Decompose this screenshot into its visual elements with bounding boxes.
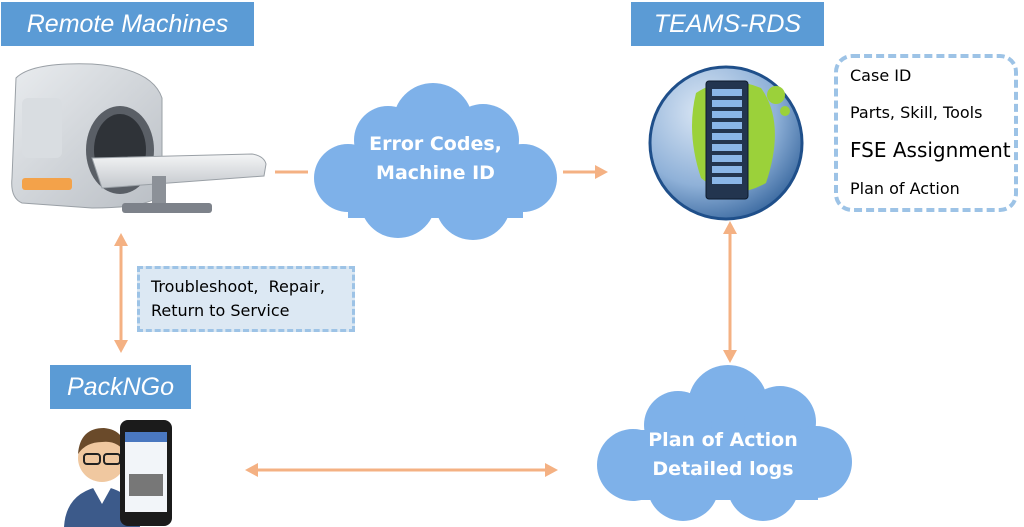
troubleshoot-line-1: Troubleshoot, Repair, bbox=[151, 277, 325, 296]
parts-skill-tools-label: Parts, Skill, Tools bbox=[850, 103, 983, 122]
plan-cloud-text: Plan of Action Detailed logs bbox=[588, 426, 858, 484]
teams-rds-title: TEAMS-RDS bbox=[631, 2, 824, 46]
plan-of-action-label: Plan of Action bbox=[850, 179, 960, 198]
packngo-title: PackNGo bbox=[50, 365, 191, 409]
cloud-line-detailed-logs: Detailed logs bbox=[652, 458, 794, 480]
cloud-line-machine-id: Machine ID bbox=[376, 162, 495, 184]
server-icon bbox=[648, 65, 804, 221]
remote-machines-title: Remote Machines bbox=[1, 2, 254, 46]
error-codes-cloud: Error Codes, Machine ID bbox=[308, 78, 563, 248]
technician-phone-icon bbox=[64, 420, 172, 527]
cloud-line-error-codes: Error Codes, bbox=[369, 133, 502, 155]
cloud-line-plan-of-action: Plan of Action bbox=[648, 429, 798, 451]
troubleshoot-line-2: Return to Service bbox=[151, 301, 290, 320]
troubleshoot-box: Troubleshoot, Repair, Return to Service bbox=[137, 266, 355, 332]
arrowhead-teams bbox=[595, 165, 608, 179]
error-codes-cloud-text: Error Codes, Machine ID bbox=[308, 130, 563, 188]
plan-of-action-cloud: Plan of Action Detailed logs bbox=[588, 360, 858, 525]
fse-assignment-label: FSE Assignment bbox=[850, 138, 1011, 162]
case-info-box: Case ID Parts, Skill, Tools FSE Assignme… bbox=[834, 54, 1018, 212]
mri-scanner-icon bbox=[11, 63, 267, 213]
case-id-label: Case ID bbox=[850, 66, 912, 85]
